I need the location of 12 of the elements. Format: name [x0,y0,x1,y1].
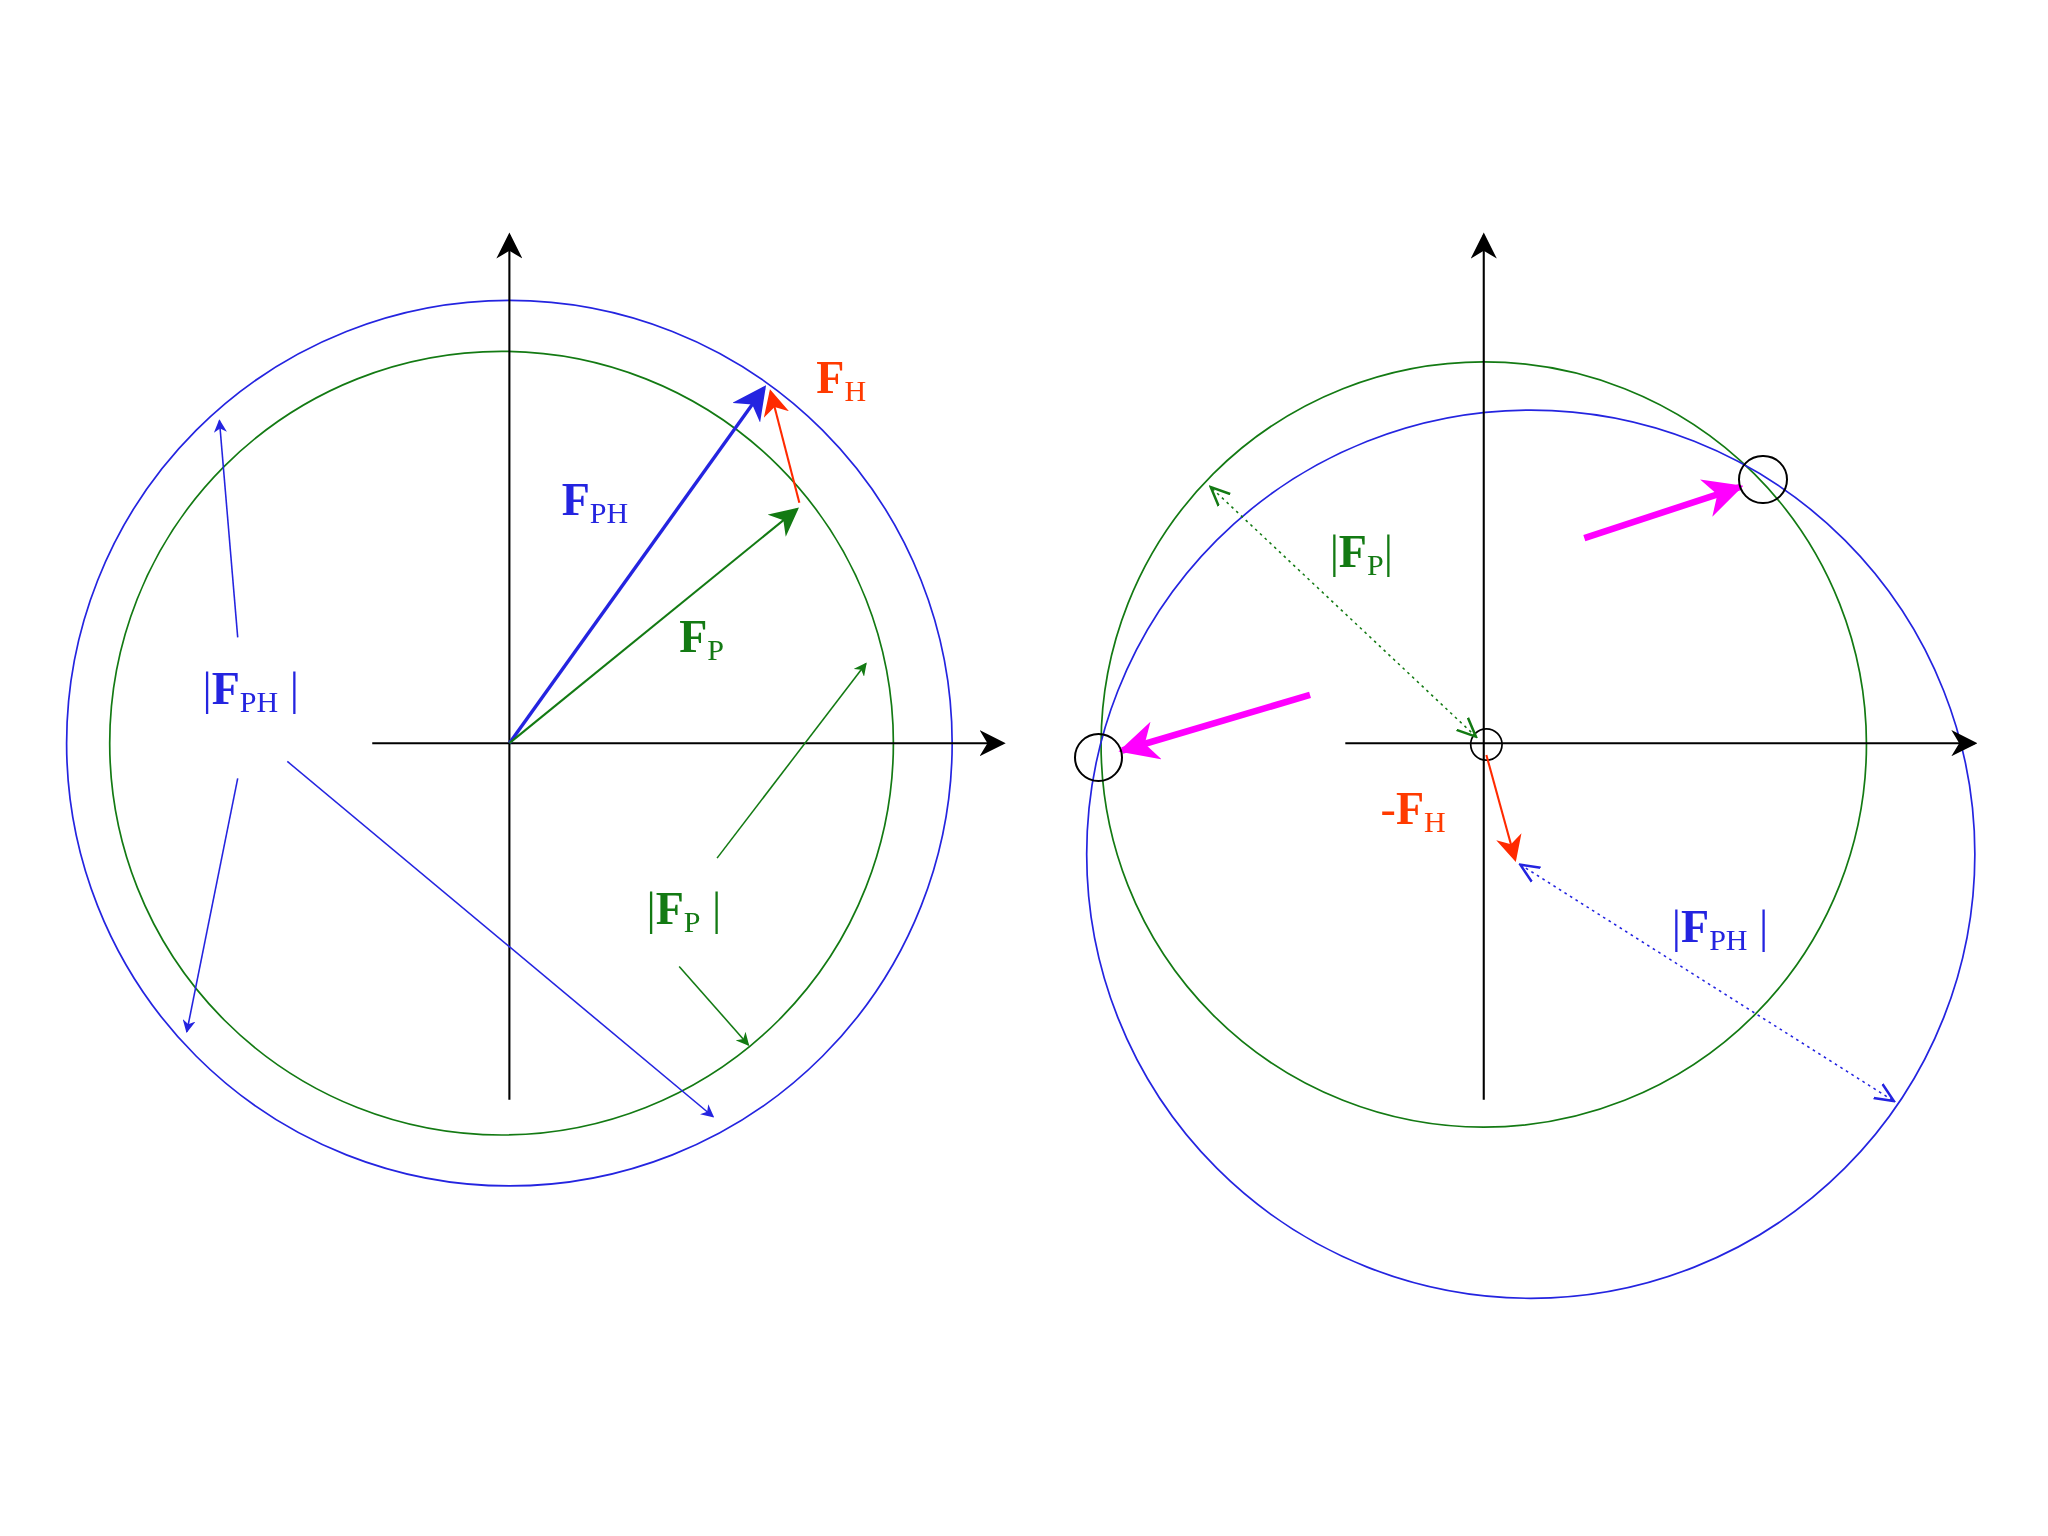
vector-label: |F$_{PH}$ | [1671,903,1769,955]
vector-label: F$_{H}$ [816,355,867,407]
arrow [1118,691,1311,760]
vector-label: |F$_{P}$| [1329,528,1393,580]
vector-label: |F$_{P}$ | [646,885,722,937]
vector-label: F$_{PH}$ [561,476,629,528]
marker-circle [1073,732,1124,783]
vector-label: F$_{P}$ [679,613,724,665]
vector-label: |F$_{PH}$ | [202,666,299,718]
arrow [1583,479,1744,542]
marker-circle [1738,454,1789,505]
vector-label: -F$_{H}$ [1380,786,1446,838]
